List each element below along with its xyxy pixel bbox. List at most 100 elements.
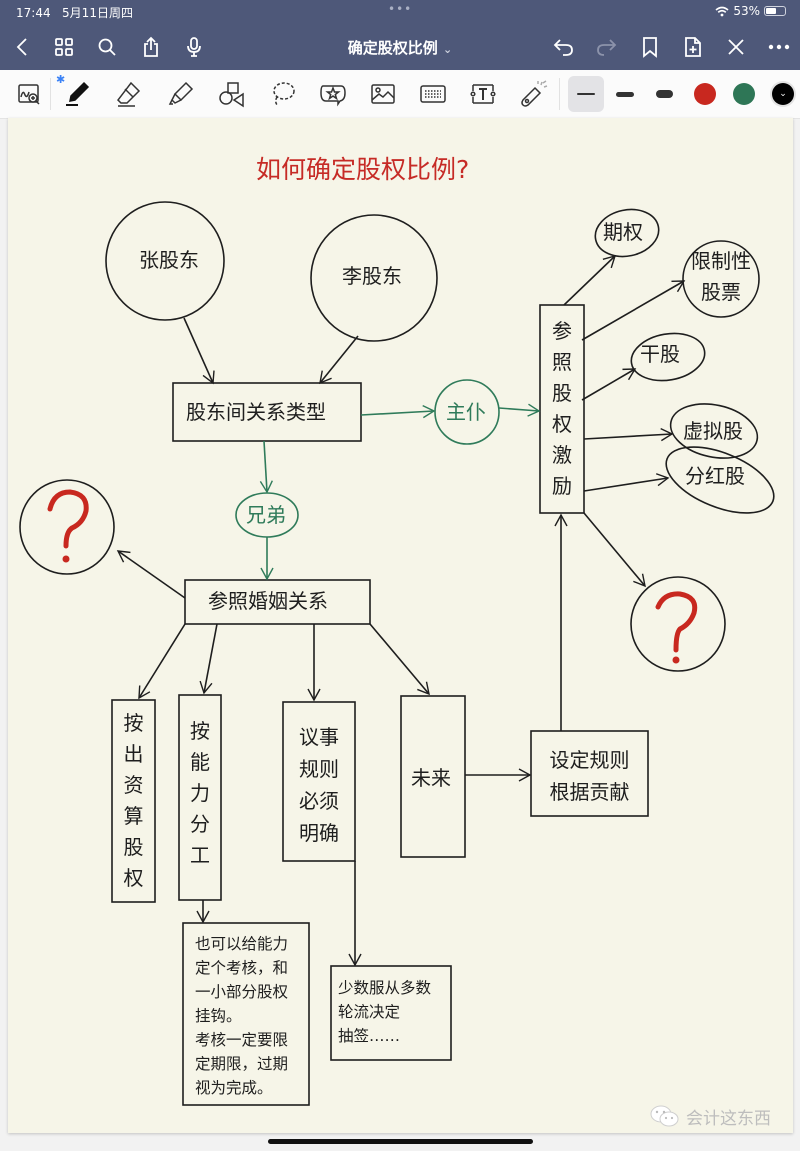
highlighter-icon[interactable]: [164, 77, 198, 111]
color-swatch-green: [733, 83, 755, 105]
watermark-text: 会计这东西: [686, 1109, 771, 1129]
wifi-icon: [715, 6, 729, 16]
shape-rect-relationship: [172, 382, 362, 442]
shape-circle-question-right: [630, 576, 726, 672]
shape-rect-voting-note: [330, 965, 452, 1061]
color-green-button[interactable]: [727, 77, 761, 111]
question-dot-right: [672, 656, 680, 664]
lasso-icon[interactable]: [266, 77, 300, 111]
clock: 17:44: [16, 6, 51, 20]
shape-rect-rules: [282, 701, 356, 862]
shape-rect-ability: [178, 694, 222, 901]
arrow-incentive-to-restricted: [581, 280, 686, 341]
shape-rect-capital: [111, 699, 156, 903]
node-virtual-shares: 虚拟股: [683, 419, 743, 443]
chevron-down-icon: ⌄: [443, 43, 453, 56]
laser-pointer-icon[interactable]: [516, 77, 550, 111]
stroke-medium-button[interactable]: [608, 77, 642, 111]
watermark: 会计这东西: [650, 1104, 771, 1129]
node-by-capital: 按 出 资 算 股 权: [123, 711, 144, 890]
stroke-thin-icon: [577, 93, 595, 95]
image-icon[interactable]: [366, 77, 400, 111]
close-pen-icon[interactable]: [722, 33, 750, 61]
status-right: 53%: [715, 4, 786, 18]
add-page-icon[interactable]: [679, 33, 707, 61]
arrow-incentive-to-question: [583, 512, 646, 588]
node-marriage-reference: 参照婚姻关系: [208, 589, 328, 613]
undo-icon[interactable]: [550, 33, 578, 61]
node-shareholder-li: 李股东: [342, 264, 402, 288]
node-by-ability: 按 能 力 分 工: [190, 719, 210, 867]
status-time: 17:44 5月11日周四: [16, 4, 133, 21]
node-master-servant: 主仆: [446, 400, 486, 424]
battery-icon: [764, 6, 786, 16]
arrow-marriage-to-question: [116, 550, 186, 599]
question-mark-right-icon: [655, 591, 698, 653]
home-indicator[interactable]: [268, 1139, 533, 1144]
shape-ellipse-dividend: [665, 446, 775, 514]
shapes-icon[interactable]: [214, 77, 248, 111]
redo-icon[interactable]: [592, 33, 620, 61]
toolbar-separator: [559, 78, 560, 110]
share-icon[interactable]: [137, 33, 165, 61]
arrow-incentive-to-dry: [581, 368, 637, 401]
node-restricted-stock: 限制性 股票: [691, 249, 751, 304]
shape-ellipse-options: [594, 208, 660, 258]
question-dot-left: [62, 555, 70, 563]
question-mark-left-icon: [47, 489, 89, 549]
more-icon[interactable]: [765, 33, 793, 61]
color-black-ring: ⌄: [770, 81, 796, 107]
zoom-window-icon[interactable]: [12, 77, 46, 111]
stroke-thin-button[interactable]: [568, 76, 604, 112]
date: 5月11日周四: [62, 6, 133, 20]
color-red-button[interactable]: [688, 77, 722, 111]
shape-circle-zhang: [105, 201, 225, 321]
top-bar: 17:44 5月11日周四 ••• 53% 确定股权比例 ⌄: [0, 0, 800, 70]
arrow-marriage-to-capital: [138, 623, 186, 700]
keyboard-icon[interactable]: [416, 77, 450, 111]
arrow-incentive-to-virtual: [583, 428, 674, 442]
toolbar-separator: [50, 78, 51, 110]
shape-ellipse-dry: [630, 332, 706, 382]
stroke-medium-icon: [616, 91, 634, 97]
document-title-text: 确定股权比例: [347, 39, 438, 57]
back-icon[interactable]: [8, 33, 36, 61]
arrow-incentive-to-options: [563, 254, 617, 306]
node-shareholder-zhang: 张股东: [139, 248, 199, 272]
color-picker-chevron-icon: ⌄: [772, 83, 794, 105]
note-title: 如何确定股权比例?: [256, 155, 470, 184]
shape-circle-li: [310, 214, 438, 342]
shape-rect-future: [400, 695, 466, 858]
eraser-icon[interactable]: [112, 77, 146, 111]
bluetooth-icon: ✱: [56, 73, 66, 86]
arrow-zhang-to-relationship: [183, 317, 215, 385]
stroke-thick-button[interactable]: [647, 77, 681, 111]
battery-percent: 53%: [733, 4, 760, 18]
arrow-marriage-to-ability: [199, 623, 218, 695]
battery-fill: [766, 8, 776, 14]
shape-rect-marriage: [184, 579, 371, 625]
pen-icon[interactable]: [60, 77, 94, 111]
elements-sticker-icon[interactable]: [316, 77, 350, 111]
node-future: 未来: [411, 766, 451, 790]
node-ability-note: 也可以给能力 定个考核，和 一小部分股权 挂钩。 考核一定要限 定期限，过期 视…: [195, 935, 289, 1097]
bookmark-icon[interactable]: [636, 33, 664, 61]
node-relationship-type: 股东间关系类型: [186, 400, 326, 424]
node-stock-options: 期权: [603, 220, 643, 244]
multitasking-dots[interactable]: •••: [388, 2, 413, 16]
notebook-page[interactable]: 如何确定股权比例? 张股东 李股东 股东间关系类型 主仆 兄弟 参照婚姻关系 参…: [8, 118, 793, 1133]
wechat-icon: [650, 1105, 679, 1126]
microphone-icon[interactable]: [180, 33, 208, 61]
thumbnails-grid-icon[interactable]: [50, 33, 78, 61]
arrow-relationship-to-master: [360, 404, 436, 419]
document-title-button[interactable]: 确定股权比例 ⌄: [348, 39, 452, 57]
color-black-button[interactable]: ⌄: [766, 77, 800, 111]
text-box-icon[interactable]: [466, 77, 500, 111]
shape-ellipse-virtual: [669, 403, 759, 459]
search-icon[interactable]: [93, 33, 121, 61]
stroke-thick-icon: [655, 90, 673, 98]
node-brothers: 兄弟: [246, 503, 286, 527]
node-dry-shares: 干股: [640, 342, 680, 366]
shape-circle-question-left: [19, 479, 115, 575]
arrow-li-to-relationship: [319, 335, 359, 385]
